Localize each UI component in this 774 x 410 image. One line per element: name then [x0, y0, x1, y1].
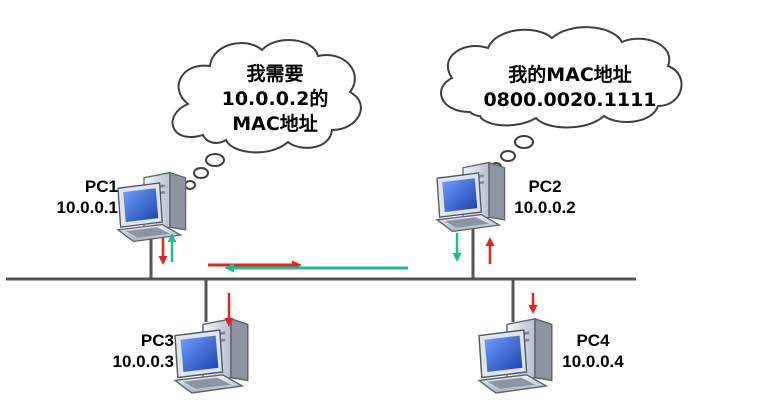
reply-line-2: 0800.0020.1111 — [483, 89, 657, 111]
pc4-computer-icon — [477, 317, 554, 395]
pc4-name: PC4 — [576, 331, 610, 350]
pc1-computer-icon — [116, 171, 187, 243]
pc2-label: PC2 10.0.0.2 — [500, 176, 590, 218]
pc1-label: PC1 10.0.0.1 — [22, 176, 118, 218]
pc2-name: PC2 — [528, 177, 562, 196]
pc1-ip: 10.0.0.1 — [56, 198, 118, 217]
pc4-ip: 10.0.0.4 — [562, 352, 624, 371]
pc3-name: PC3 — [140, 331, 174, 350]
pc3-down-arrow — [224, 293, 234, 327]
pc2-down-reply-arrow — [452, 233, 462, 262]
reply-line-1: 我的MAC地址 — [508, 64, 632, 86]
pc3-label: PC3 10.0.0.3 — [80, 330, 174, 372]
pc2-up-arrow — [485, 237, 495, 264]
pc2-computer-icon — [435, 161, 506, 233]
pc1-up-reply-arrow — [167, 233, 177, 262]
request-line-2: 10.0.0.2的 — [221, 88, 329, 110]
request-cloud-text: 我需要 10.0.0.2的 MAC地址 — [205, 62, 345, 137]
reply-arrows — [167, 233, 462, 273]
request-line-3: MAC地址 — [232, 113, 318, 135]
request-arrows — [158, 237, 538, 327]
bus-left-reply-arrow — [224, 263, 408, 273]
request-line-1: 我需要 — [246, 63, 304, 85]
request-cloud — [171, 38, 362, 190]
pc1-name: PC1 — [84, 177, 118, 196]
pc3-ip: 10.0.0.3 — [112, 352, 174, 371]
pc1-down-arrow — [158, 238, 168, 265]
reply-cloud-text: 我的MAC地址 0800.0020.1111 — [480, 63, 660, 113]
pc3-computer-icon — [173, 317, 250, 395]
pc2-ip: 10.0.0.2 — [514, 198, 576, 217]
pc4-down-arrow — [528, 293, 538, 314]
pc4-label: PC4 10.0.0.4 — [548, 330, 638, 372]
reply-cloud — [440, 26, 683, 172]
